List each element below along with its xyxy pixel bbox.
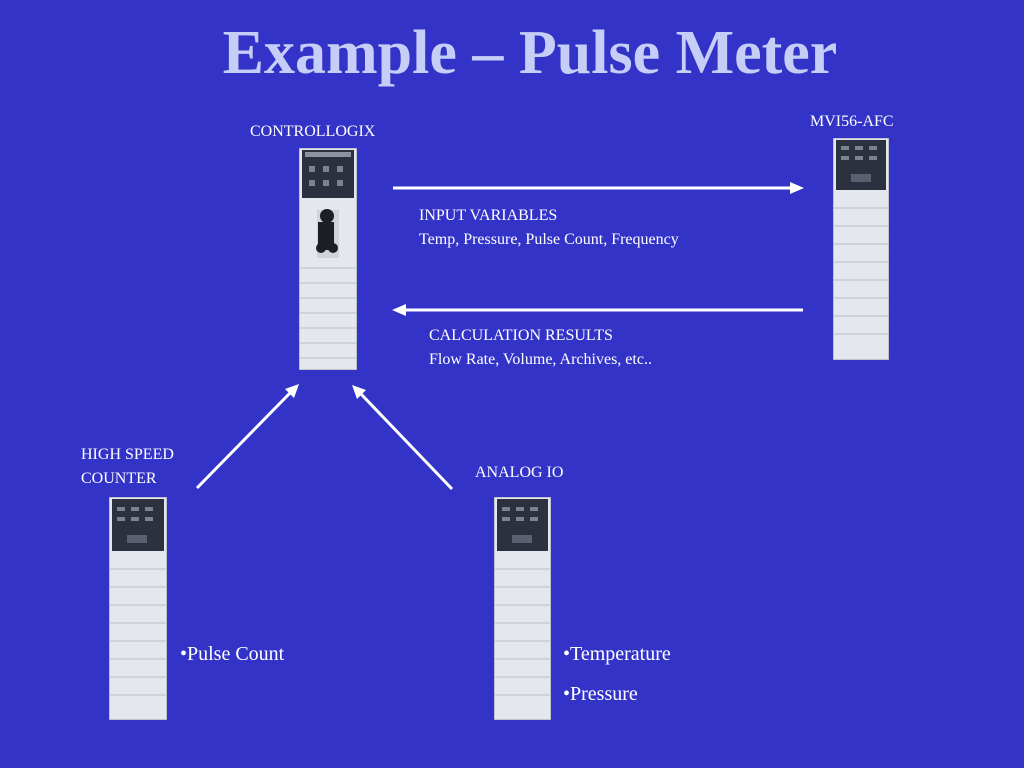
mvi56-afc-label: MVI56-AFC [810, 113, 894, 130]
calculation-results-text: CALCULATION RESULTS Flow Rate, Volume, A… [429, 324, 652, 372]
analog-face-panel [497, 499, 548, 551]
controllogix-module-image [299, 148, 357, 370]
hsc-label-line2: COUNTER [81, 470, 157, 487]
arrow-hsc-to-controller [195, 391, 292, 490]
calculation-results-detail: Flow Rate, Volume, Archives, etc.. [429, 351, 652, 368]
analog-io-label: ANALOG IO [475, 464, 564, 481]
slide-title: Example – Pulse Meter [222, 19, 838, 87]
hsc-label: HIGH SPEED COUNTER [81, 443, 174, 491]
controllogix-label: CONTROLLOGIX [250, 123, 376, 140]
input-variables-detail: Temp, Pressure, Pulse Count, Frequency [419, 231, 679, 248]
analog-bullet-pressure: •Pressure [563, 683, 638, 705]
analog-bullet-list: •Temperature •Pressure [563, 634, 671, 714]
calculation-results-heading: CALCULATION RESULTS [429, 327, 613, 344]
arrow-analog-to-controller [359, 392, 454, 491]
analog-bullet-temperature: •Temperature [563, 643, 671, 665]
hsc-face-panel [112, 499, 164, 551]
analog-io-module-image [494, 497, 551, 720]
controllogix-face-panel [302, 150, 354, 198]
arrow-hsc-head [285, 384, 299, 398]
arrow-input-variables-head [790, 182, 804, 194]
arrow-analog-head [352, 385, 366, 399]
arrow-calculation-results-head [392, 304, 406, 316]
hsc-module-image [109, 497, 167, 720]
mvi56-afc-module-image [833, 138, 889, 360]
input-variables-heading: INPUT VARIABLES [419, 207, 558, 224]
key-icon [316, 209, 339, 258]
input-variables-text: INPUT VARIABLES Temp, Pressure, Pulse Co… [419, 204, 679, 252]
hsc-bullet-pulse-count: •Pulse Count [180, 643, 285, 665]
hsc-label-line1: HIGH SPEED [81, 446, 174, 463]
hsc-bullet-list: •Pulse Count [180, 634, 284, 674]
